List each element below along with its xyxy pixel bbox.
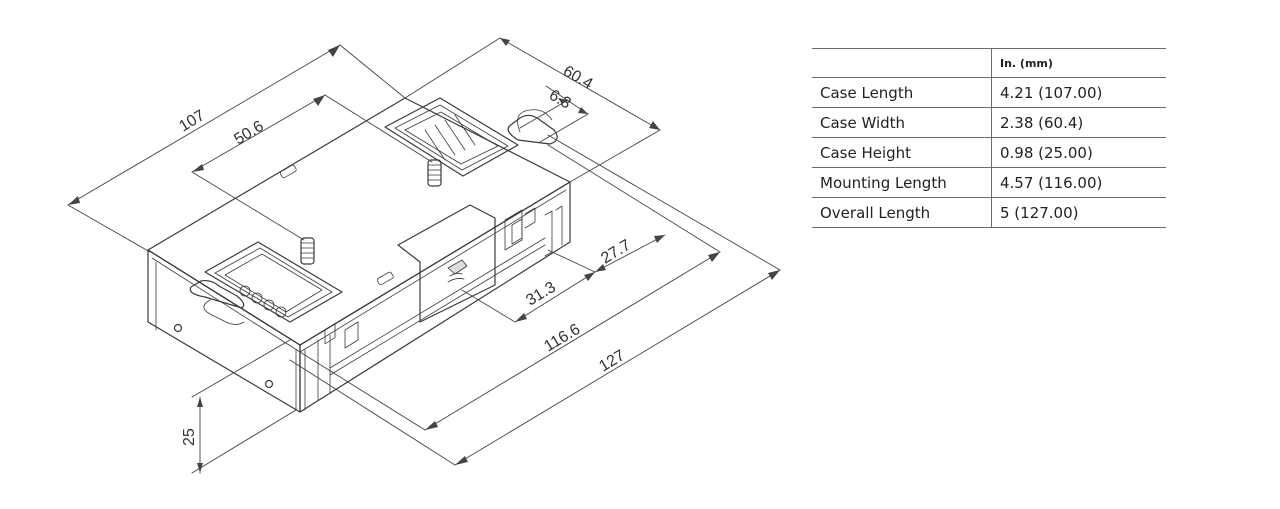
table-row: Case Length 4.21 (107.00) bbox=[812, 77, 1166, 108]
enclosure-body bbox=[147, 97, 571, 413]
table-header-row: In. (mm) bbox=[812, 48, 1166, 78]
front-hole-icon bbox=[264, 379, 274, 389]
front-hole-icon bbox=[173, 323, 183, 333]
dim-height: 25 bbox=[181, 339, 297, 474]
table-cell-value: 5 (127.00) bbox=[991, 197, 1166, 228]
enclosure-side-face bbox=[299, 181, 571, 413]
table-row: Case Height 0.98 (25.00) bbox=[812, 137, 1166, 168]
dim-length-label: 107 bbox=[176, 107, 208, 135]
side-label-plate bbox=[397, 204, 523, 323]
mounting-tab-left bbox=[189, 279, 245, 325]
table-row: Mounting Length 4.57 (116.00) bbox=[812, 167, 1166, 198]
enclosure-front-face bbox=[147, 249, 301, 413]
dim-mounting-length-label: 116.6 bbox=[541, 321, 583, 356]
terminal-block-front bbox=[204, 241, 343, 323]
dimension-drawing: 107 50.6 60.4 6.3 27.7 bbox=[67, 37, 781, 474]
table-cell-label: Case Length bbox=[812, 77, 992, 108]
dim-tab-width: 27.7 bbox=[547, 234, 666, 273]
table-row: Overall Length 5 (127.00) bbox=[812, 197, 1166, 228]
mounting-stud-front bbox=[300, 237, 315, 265]
table-cell-label: Overall Length bbox=[812, 197, 992, 228]
top-slot bbox=[279, 164, 297, 179]
table-header-unit: In. (mm) bbox=[991, 48, 1166, 78]
dim-length: 107 bbox=[67, 44, 406, 253]
table-cell-value: 0.98 (25.00) bbox=[991, 137, 1166, 168]
table-cell-value: 4.57 (116.00) bbox=[991, 167, 1166, 198]
mounting-tab-right bbox=[507, 109, 558, 145]
table-header-label bbox=[812, 48, 992, 78]
dim-height-label: 25 bbox=[181, 428, 198, 446]
dim-slot-width: 6.3 bbox=[519, 85, 589, 143]
dim-stud-spacing: 50.6 bbox=[191, 94, 433, 241]
top-slot bbox=[376, 271, 394, 286]
dim-slot-width-label: 6.3 bbox=[546, 87, 574, 113]
table-cell-value: 4.21 (107.00) bbox=[991, 77, 1166, 108]
dim-mounting-length: 116.6 bbox=[299, 144, 721, 431]
dim-width-label: 60.4 bbox=[560, 63, 596, 93]
mounting-stud-rear bbox=[427, 159, 442, 187]
dim-tab-offset-label: 31.3 bbox=[523, 279, 559, 310]
table-cell-value: 2.38 (60.4) bbox=[991, 107, 1166, 138]
table-cell-label: Case Width bbox=[812, 107, 992, 138]
table-cell-label: Mounting Length bbox=[812, 167, 992, 198]
dim-stud-spacing-label: 50.6 bbox=[231, 118, 267, 149]
enclosure-top-face bbox=[147, 97, 571, 346]
dim-tab-width-label: 27.7 bbox=[598, 237, 634, 268]
table-cell-label: Case Height bbox=[812, 137, 992, 168]
terminal-block-rear bbox=[384, 97, 519, 177]
table-row: Case Width 2.38 (60.4) bbox=[812, 107, 1166, 138]
spec-table: In. (mm) Case Length 4.21 (107.00) Case … bbox=[812, 48, 1166, 228]
